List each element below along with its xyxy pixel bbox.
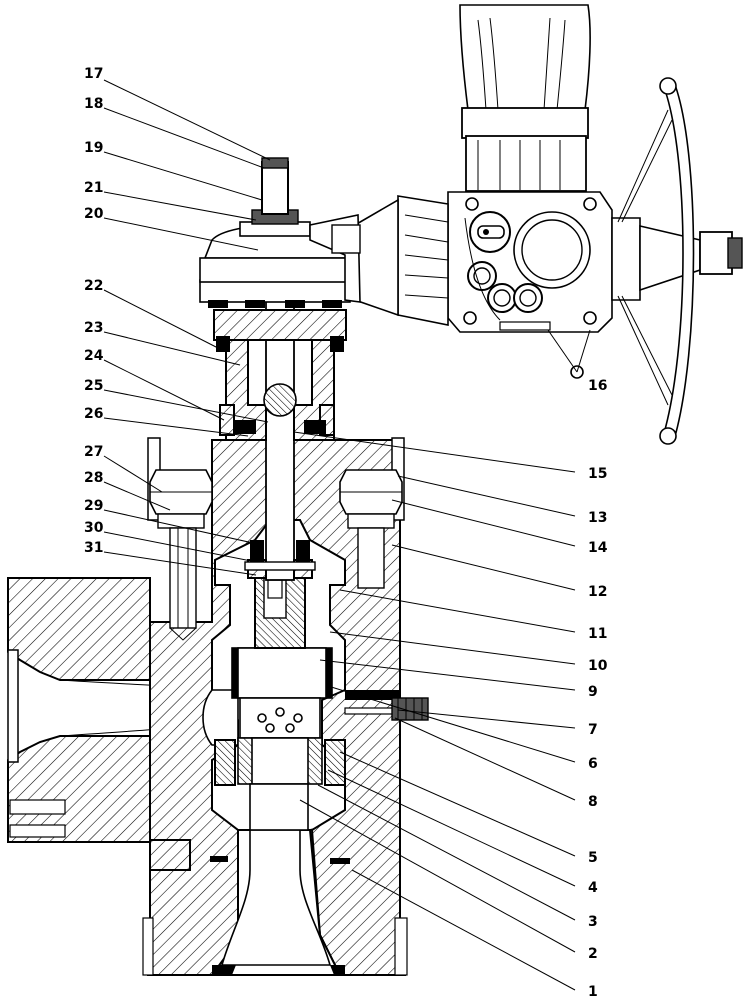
callout-25: 25	[84, 378, 103, 394]
callout-2: 2	[588, 946, 598, 962]
stud-bolt-right	[339, 437, 405, 589]
callout-8: 8	[588, 794, 598, 810]
callout-18: 18	[84, 96, 103, 112]
stud-bolt-left	[147, 437, 213, 641]
callout-14: 14	[588, 540, 608, 556]
callout-22: 22	[84, 278, 103, 294]
callout-23: 23	[84, 320, 103, 336]
callout-24: 24	[84, 348, 104, 364]
callout-5: 5	[588, 850, 598, 866]
callout-20: 20	[84, 206, 104, 222]
callout-9: 9	[588, 684, 598, 700]
callout-17: 17	[84, 66, 103, 82]
callout-13: 13	[588, 510, 607, 526]
plug-and-stem	[244, 295, 316, 649]
callout-19: 19	[84, 140, 103, 156]
callout-29: 29	[84, 498, 103, 514]
callout-1: 1	[588, 984, 598, 1000]
callout-labels: 17 18 19 21 20 22 23 24 25 26 27 28 29 3…	[84, 66, 608, 1000]
callout-15: 15	[588, 466, 607, 482]
callout-16: 16	[588, 378, 607, 394]
throttle-cage	[214, 647, 346, 831]
electric-actuator	[309, 4, 743, 445]
callout-31: 31	[84, 540, 103, 556]
side-port-fitting	[344, 690, 429, 721]
callout-11: 11	[588, 626, 607, 642]
actuator-adapter	[199, 157, 357, 308]
callout-26: 26	[84, 406, 103, 422]
callout-12: 12	[588, 584, 607, 600]
valve-body	[142, 439, 408, 976]
callout-21: 21	[84, 180, 103, 196]
callout-4: 4	[588, 880, 598, 896]
callout-30: 30	[84, 520, 104, 536]
callout-28: 28	[84, 470, 103, 486]
leader-lines	[103, 79, 591, 991]
callout-7: 7	[588, 722, 598, 738]
bonnet	[213, 309, 347, 441]
callout-3: 3	[588, 914, 598, 930]
callout-10: 10	[588, 658, 608, 674]
callout-6: 6	[588, 756, 598, 772]
callout-27: 27	[84, 444, 103, 460]
